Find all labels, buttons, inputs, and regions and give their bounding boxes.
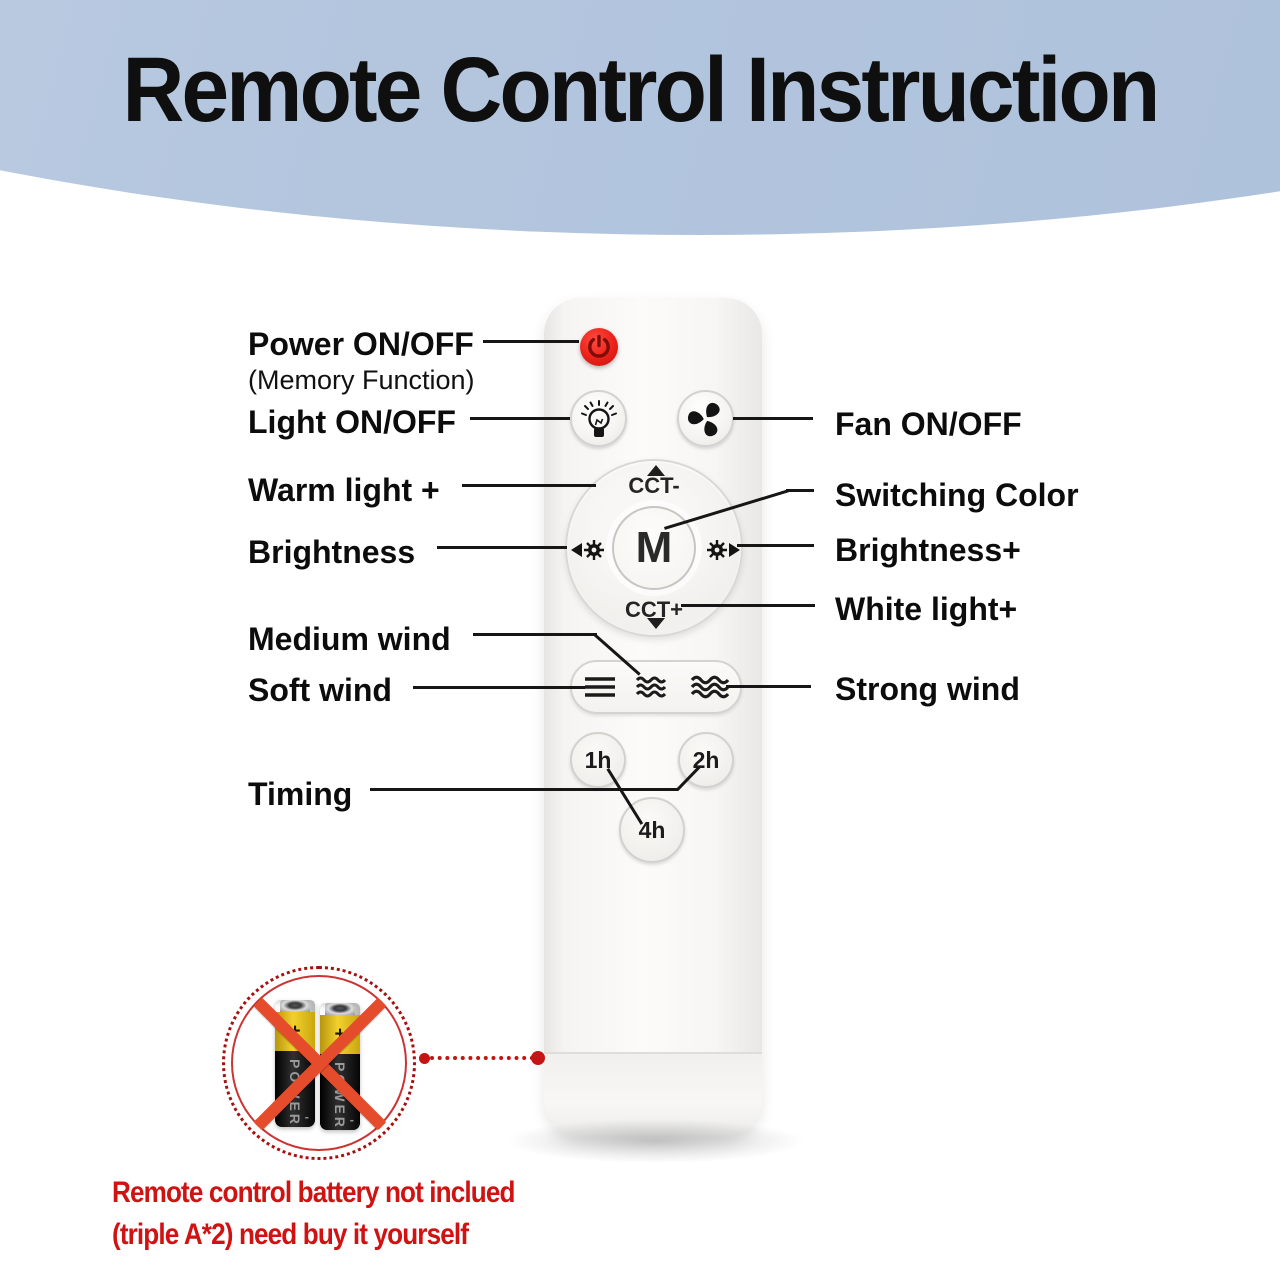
battery-connector-line	[430, 1056, 534, 1060]
leader-line-warm	[462, 484, 596, 487]
remote-shadow	[500, 1118, 810, 1164]
mode-button[interactable]: M	[612, 506, 696, 590]
page-title: Remote Control Instruction	[122, 39, 1160, 141]
leader-line-switching-h	[786, 489, 814, 492]
label-switching-color: Switching Color	[835, 477, 1079, 513]
leader-line-power	[483, 340, 579, 343]
medium-wind-icon	[635, 676, 667, 698]
label-white-light: White light+	[835, 591, 1018, 627]
soft-wind-icon	[585, 677, 615, 697]
battery-cap	[325, 1003, 355, 1016]
cct-minus-button[interactable]: CCT-	[628, 473, 680, 498]
leader-line-brightness	[437, 546, 567, 549]
banner-background	[0, 0, 1280, 235]
strong-wind-icon	[690, 675, 730, 699]
label-warm-light: Warm light +	[248, 472, 440, 508]
label-medium-wind: Medium wind	[248, 621, 451, 657]
leader-line-light	[470, 417, 570, 420]
cct-plus-button[interactable]: CCT+	[624, 597, 684, 622]
label-timing: Timing	[248, 776, 353, 812]
timer-4h-label: 4h	[638, 816, 666, 843]
leader-line-strong	[726, 685, 811, 688]
battery-dotted-circle	[222, 966, 416, 1160]
down-arrow-icon	[647, 618, 665, 629]
leader-line-timing-h	[370, 788, 678, 791]
connector-dot-right	[531, 1051, 545, 1065]
label-power: Power ON/OFF (Memory Function)	[248, 326, 475, 396]
timer-1h-button[interactable]: 1h	[570, 732, 626, 788]
up-arrow-icon	[647, 465, 665, 476]
label-light: Light ON/OFF	[248, 404, 456, 440]
fan-button[interactable]	[677, 390, 734, 447]
mode-button-label: M	[635, 523, 673, 572]
battery-cap	[280, 1000, 310, 1013]
leader-line-fan	[733, 417, 813, 420]
battery-note: Remote control battery not inclued (trip…	[112, 1172, 515, 1256]
wind-speed-buttons[interactable]	[570, 660, 742, 714]
label-power-text: Power ON/OFF	[248, 326, 474, 362]
remote-body: CCT-	[544, 298, 762, 1136]
power-icon	[588, 334, 610, 358]
leader-line-soft	[413, 686, 585, 689]
light-button[interactable]	[570, 390, 627, 447]
brightness-up-icon	[707, 540, 740, 560]
label-strong-wind: Strong wind	[835, 671, 1020, 707]
battery-note-line1: Remote control battery not inclued	[112, 1176, 515, 1209]
battery-note-line2: (triple A*2) need buy it yourself	[112, 1218, 469, 1251]
battery-minus-sign: -	[349, 1112, 354, 1127]
label-brightness-plus: Brightness+	[835, 532, 1021, 568]
leader-line-white-light	[681, 604, 815, 607]
light-bulb-icon	[580, 399, 617, 437]
label-soft-wind: Soft wind	[248, 672, 392, 708]
label-fan: Fan ON/OFF	[835, 406, 1022, 442]
fan-icon	[687, 402, 720, 436]
battery-cover	[544, 1052, 762, 1136]
leader-line-brightness-plus	[737, 544, 814, 547]
brightness-up-button[interactable]	[706, 537, 740, 563]
connector-dot-left	[419, 1053, 430, 1064]
battery-minus-sign: -	[304, 1109, 309, 1124]
label-power-sub: (Memory Function)	[248, 365, 475, 395]
dpad: CCT-	[565, 459, 743, 637]
warm-dim-button[interactable]	[571, 537, 605, 563]
battery-solid-circle	[231, 975, 407, 1151]
label-brightness: Brightness	[248, 534, 416, 570]
brightness-down-icon	[571, 540, 604, 560]
power-button[interactable]	[580, 328, 618, 366]
leader-line-medium-h	[473, 633, 597, 636]
